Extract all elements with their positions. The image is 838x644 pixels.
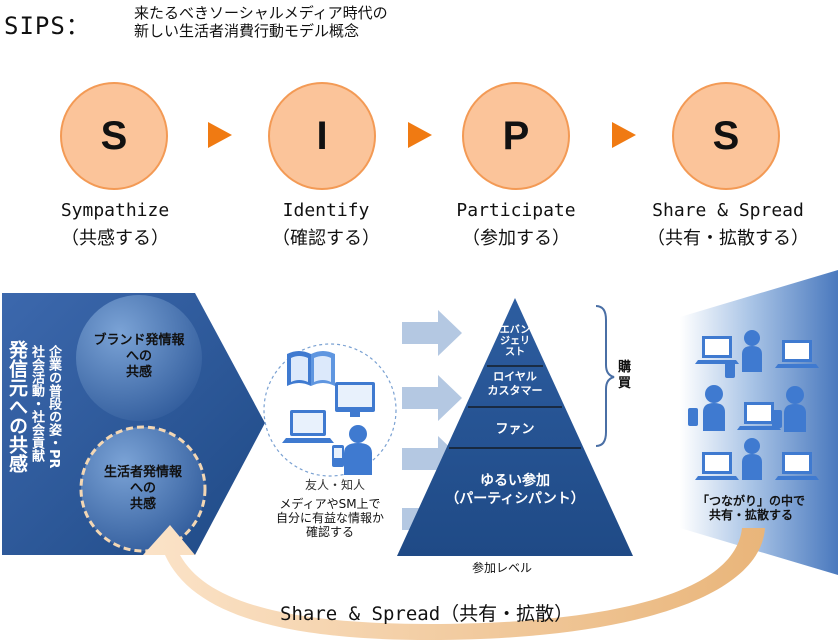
- step-sublabel-identify: （確認する）: [272, 228, 380, 249]
- participation-pyramid: [397, 298, 633, 556]
- activity-label: 企業の普段の姿・PR 社会活動・社会貢献: [29, 345, 61, 469]
- monitor-icon: [335, 382, 375, 417]
- step-circle-share: S: [672, 82, 780, 190]
- identify-description: メディアやSM上で 自分に有益な情報か 確認する: [275, 497, 384, 539]
- pyramid-dividers: [449, 365, 581, 449]
- network-caption: 「つながり」の中で 共有・拡散する: [696, 494, 805, 522]
- consumer-bubble: [79, 425, 207, 553]
- step-sublabel-participate: （参加する）: [462, 228, 570, 249]
- pyramid-level-evangelist: エバン ジェリ スト: [499, 325, 531, 358]
- phone-icon: [332, 445, 344, 467]
- source-label: 発信元への共感: [6, 340, 28, 473]
- friends-label: 友人・知人: [304, 478, 365, 492]
- purchase-label: 購 買: [618, 360, 632, 391]
- step-circle-participate: P: [462, 82, 570, 190]
- step-label-share: Share & Spread: [652, 200, 804, 221]
- laptop-icon: [282, 410, 334, 443]
- friends-circle: [263, 343, 397, 477]
- step-arrow-3: [612, 122, 636, 148]
- network-icons: [688, 330, 819, 480]
- step-label-participate: Participate: [456, 200, 576, 221]
- brand-bubble-label: ブランド発情報 への 共感: [93, 333, 185, 380]
- step-sublabel-sympathize: （共感する）: [61, 228, 169, 249]
- share-spread-label: Share & Spread（共有・拡散）: [280, 603, 574, 625]
- page-subtitle: 来たるべきソーシャルメディア時代の 新しい生活者消費行動モデル概念: [134, 4, 388, 40]
- page-title: SIPS：: [4, 12, 91, 40]
- step-sublabel-share: （共有・拡散する）: [647, 228, 809, 249]
- book-icon: [287, 351, 335, 386]
- participation-level-label: 参加レベル: [472, 561, 533, 575]
- pyramid-level-loyal: ロイヤル カスタマー: [487, 370, 543, 397]
- step-label-identify: Identify: [282, 200, 370, 221]
- step-arrow-1: [208, 122, 232, 148]
- step-label-sympathize: Sympathize: [60, 200, 170, 221]
- pyramid-level-participant: ゆるい参加 （パーティシパント）: [445, 473, 585, 507]
- pyramid-level-fan: ファン: [495, 422, 535, 437]
- step-arrow-2: [408, 122, 432, 148]
- step-circle-identify: I: [268, 82, 376, 190]
- person-icon: [344, 425, 372, 475]
- brand-bubble: [76, 295, 202, 421]
- consumer-bubble-label: 生活者発情報 への 共感: [103, 465, 182, 512]
- purchase-bracket: [595, 305, 615, 447]
- share-spread-arc: [143, 525, 765, 640]
- step-circle-sympathize: S: [60, 82, 168, 190]
